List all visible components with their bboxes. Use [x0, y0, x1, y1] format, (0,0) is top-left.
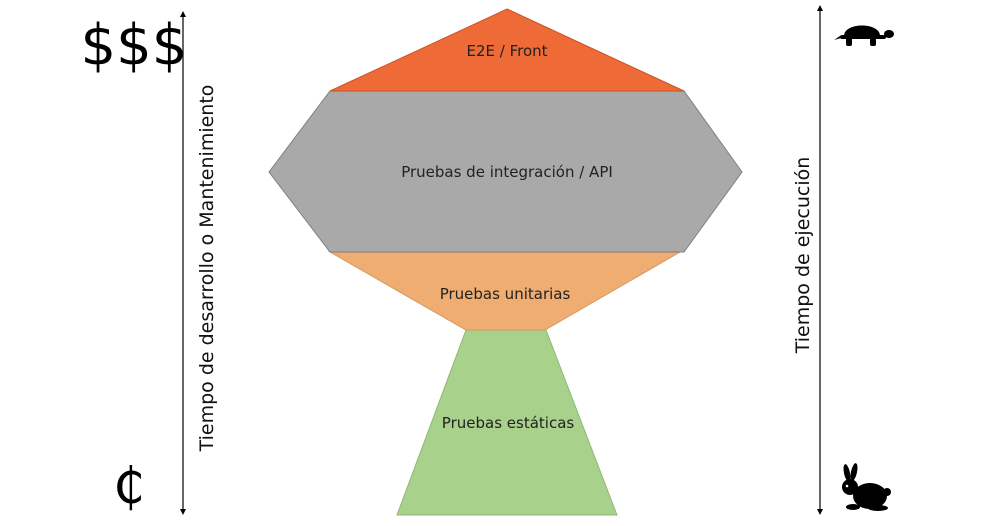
layer-static-label: Pruebas estáticas — [442, 414, 575, 432]
layer-e2e-shape — [329, 8, 685, 92]
cost-high-symbol: $$$ — [81, 13, 188, 78]
layer-unit-label: Pruebas unitarias — [440, 285, 571, 303]
layer-integration-label: Pruebas de integración / API — [401, 163, 613, 181]
left-axis-label: Tiempo de desarrollo o Mantenimiento — [196, 85, 218, 453]
right-axis-label: Tiempo de ejecución — [792, 157, 814, 355]
layer-e2e-label: E2E / Front — [466, 42, 547, 60]
turtle-icon — [834, 25, 894, 46]
cost-low-symbol: ₵ — [113, 457, 145, 515]
rabbit-icon — [842, 463, 891, 511]
